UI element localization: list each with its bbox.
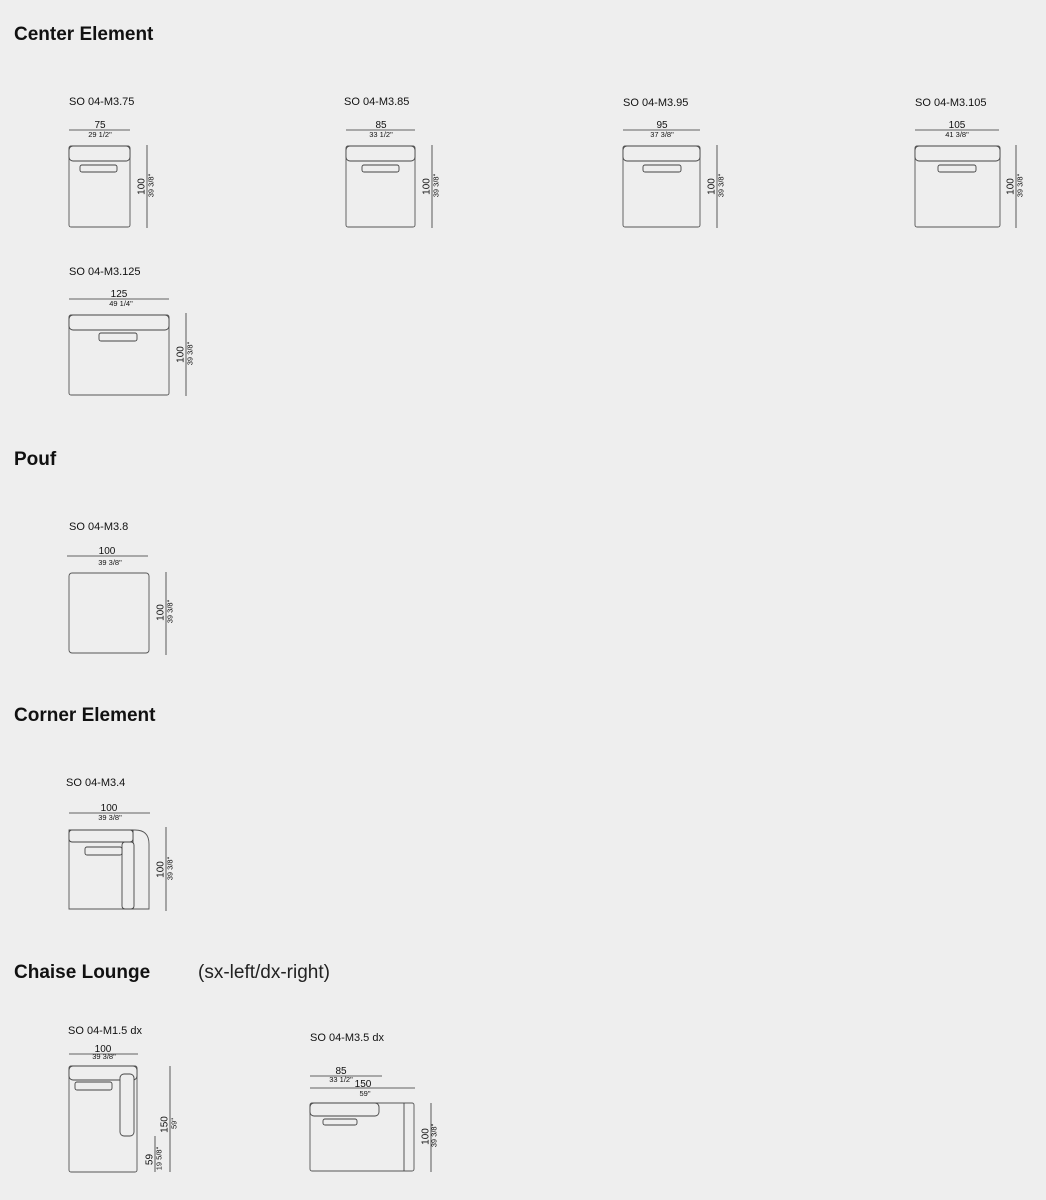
drawing-m3-95 bbox=[622, 129, 718, 228]
width-in-m3-5-dx: 33 1/2" bbox=[329, 1075, 353, 1084]
width-cm-corner: 100 bbox=[100, 803, 118, 814]
depth-in-m3-85: 39 3/8" bbox=[431, 173, 441, 198]
drawing-m3-105 bbox=[914, 129, 1017, 228]
depth-in-m3-5-dx: 39 3/8" bbox=[429, 1123, 439, 1148]
drawing-m3-5-dx bbox=[309, 1075, 432, 1172]
width-cm-m3-75: 75 bbox=[94, 120, 106, 131]
width-cm-m3-125: 125 bbox=[110, 289, 128, 300]
depth-in-pouf: 39 3/8" bbox=[165, 599, 175, 624]
drawing-m1-5-dx bbox=[68, 1053, 171, 1173]
width-cm-m3-5-dx: 85 bbox=[335, 1066, 347, 1077]
width-in-m3-125: 49 1/4" bbox=[109, 299, 133, 308]
drawing-m3-75 bbox=[68, 129, 148, 228]
drawing-pouf bbox=[67, 555, 167, 655]
width-in-corner: 39 3/8" bbox=[98, 813, 122, 822]
depth-in-m3-75: 39 3/8" bbox=[146, 173, 156, 198]
width-in-m3-105: 41 3/8" bbox=[945, 130, 969, 139]
module-code-m3-125: SO 04-M3.125 bbox=[69, 266, 141, 278]
module-code-m3-75: SO 04-M3.75 bbox=[69, 96, 135, 108]
width-in-pouf: 39 3/8" bbox=[98, 558, 122, 567]
depth-in-m1-5-dx: 59" bbox=[169, 1118, 179, 1130]
section-title-pouf: Pouf bbox=[14, 449, 57, 470]
module-code-m3-95: SO 04-M3.95 bbox=[623, 97, 689, 109]
width-in-m3-85: 33 1/2" bbox=[369, 130, 393, 139]
module-code-m1-5-dx: SO 04-M1.5 dx bbox=[68, 1025, 142, 1037]
width-cm-m3-105: 105 bbox=[948, 120, 966, 131]
width-in-m3-75: 29 1/2" bbox=[88, 130, 112, 139]
total-in-m3-5-dx: 59" bbox=[359, 1089, 371, 1098]
drawing-m3-85 bbox=[345, 129, 433, 228]
width-cm-m3-95: 95 bbox=[656, 120, 668, 131]
depth-in-corner: 39 3/8" bbox=[165, 856, 175, 881]
width-cm-m3-85: 85 bbox=[375, 120, 387, 131]
width-in-m3-95: 37 3/8" bbox=[650, 130, 674, 139]
section-title-corner: Corner Element bbox=[14, 705, 156, 726]
module-code-m3-85: SO 04-M3.85 bbox=[344, 96, 410, 108]
module-code-corner: SO 04-M3.4 bbox=[66, 777, 126, 789]
width-cm-m1-5-dx: 100 bbox=[94, 1044, 112, 1055]
module-code-pouf: SO 04-M3.8 bbox=[69, 521, 129, 533]
depth-in-m3-95: 39 3/8" bbox=[716, 173, 726, 198]
chaise-in-m1-5-dx: 19 5/8" bbox=[154, 1146, 164, 1171]
drawing-m3-125 bbox=[68, 298, 187, 396]
width-cm-pouf: 100 bbox=[98, 546, 116, 557]
section-title-chaise: Chaise Lounge bbox=[14, 962, 151, 983]
module-code-m3-5-dx: SO 04-M3.5 dx bbox=[310, 1032, 384, 1044]
module-code-m3-105: SO 04-M3.105 bbox=[915, 97, 987, 109]
drawing-corner bbox=[68, 812, 167, 911]
width-in-m1-5-dx: 39 3/8" bbox=[92, 1052, 116, 1061]
total-cm-m3-5-dx: 150 bbox=[354, 1079, 372, 1090]
section-title-center: Center Element bbox=[14, 24, 154, 45]
depth-in-m3-125: 39 3/8" bbox=[185, 341, 195, 366]
depth-in-m3-105: 39 3/8" bbox=[1015, 173, 1025, 198]
section-subtitle-chaise: (sx-left/dx-right) bbox=[198, 962, 330, 983]
